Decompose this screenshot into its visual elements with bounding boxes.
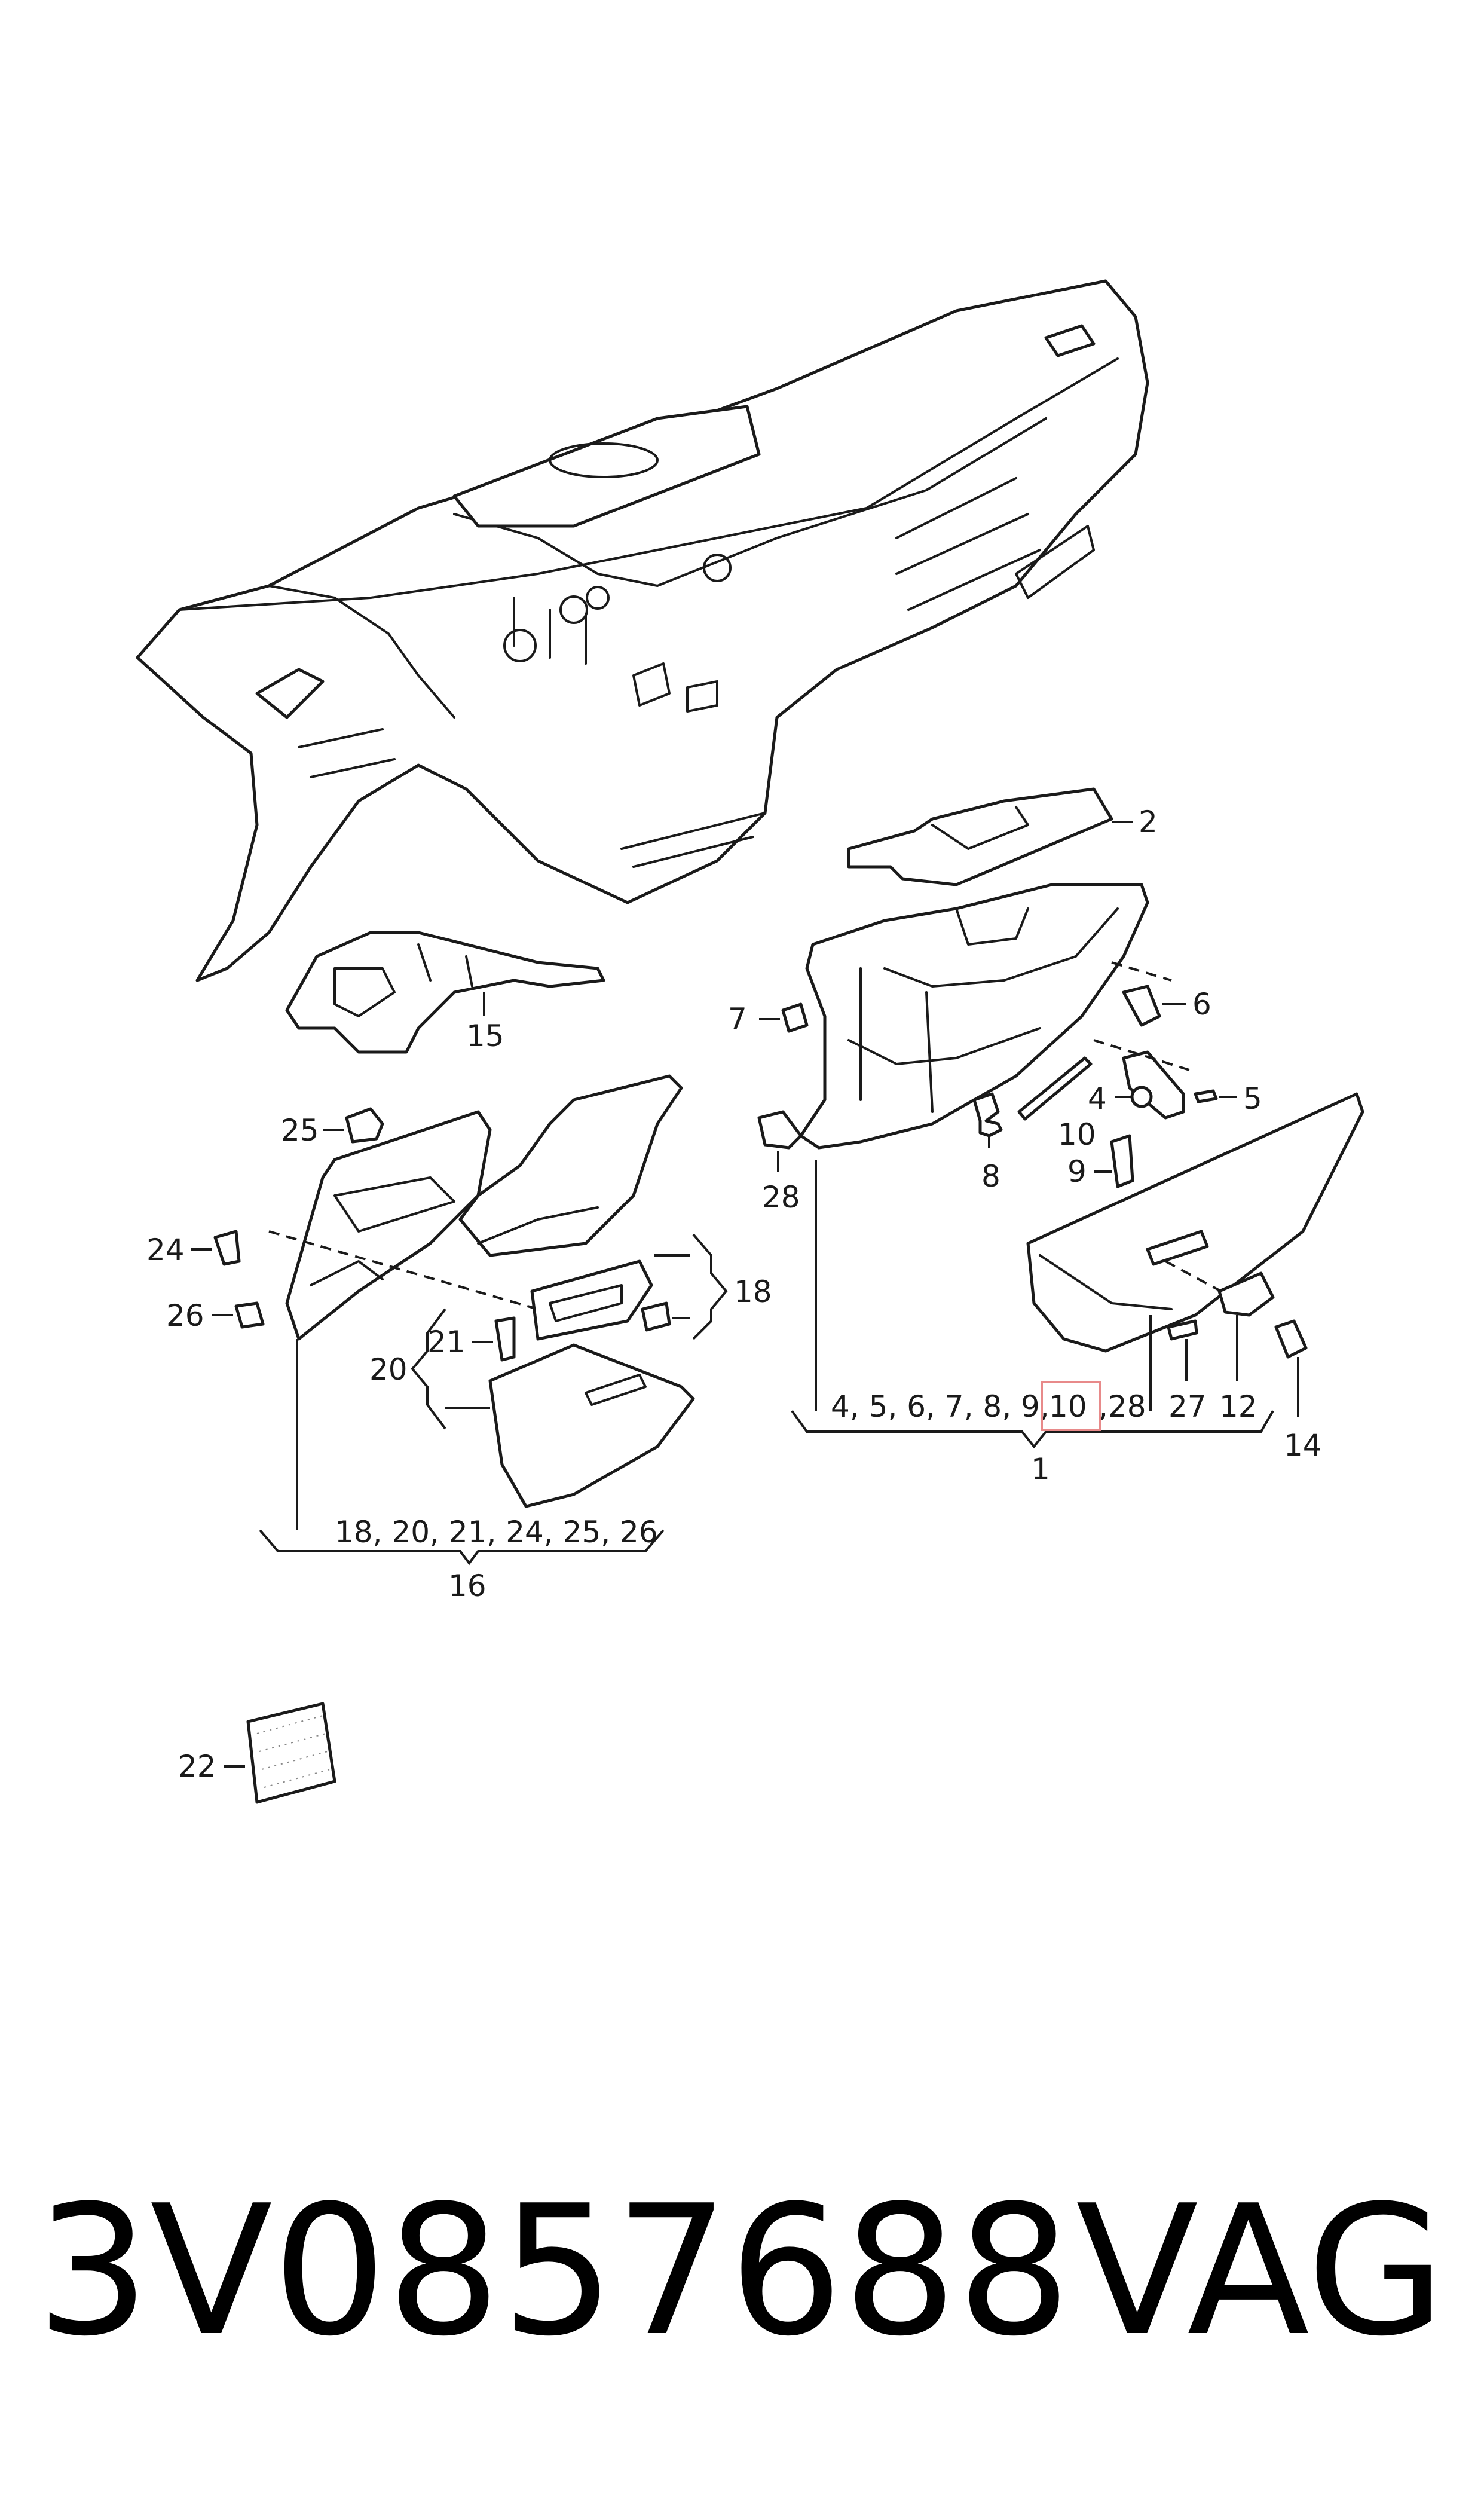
part-15: 15	[285, 931, 605, 1054]
part-8: 8	[972, 1092, 1003, 1194]
callout-12: 12	[1219, 1389, 1257, 1424]
callout-4: 4	[1088, 1081, 1107, 1116]
part-9: 9	[1067, 1134, 1134, 1189]
highlight-box	[1041, 1381, 1101, 1431]
callout-25: 25	[281, 1113, 319, 1148]
part-20-compartment: 20	[369, 1308, 695, 1508]
part-6: 6	[1111, 961, 1211, 1027]
part-18: 18	[530, 1233, 772, 1341]
part-number: 3V0857688	[36, 2167, 1072, 2376]
callout-1: 1	[1031, 1452, 1050, 1487]
glovebox-lid	[1026, 1092, 1364, 1353]
part-10-rod: 10	[1017, 1056, 1096, 1152]
part-28: 28	[757, 1110, 803, 1215]
callout-24: 24	[146, 1233, 185, 1267]
callout-8: 8	[981, 1159, 1000, 1194]
group-1-bracket: 4, 5, 6, 7, 8, 9, 10 ,28 1	[791, 1160, 1274, 1487]
dashboard-panel	[136, 279, 1149, 982]
callout-21: 21	[427, 1325, 466, 1359]
part-2-plate: 2	[847, 787, 1158, 886]
part-25: 25	[281, 1107, 384, 1148]
part-14: 14	[1274, 1319, 1322, 1463]
part-26: 26	[166, 1298, 265, 1333]
group-1-highlighted-item: 10	[1049, 1389, 1087, 1424]
callout-14: 14	[1284, 1428, 1322, 1463]
callout-27: 27	[1168, 1389, 1207, 1424]
group-1-list: 4, 5, 6, 7, 8, 9,	[831, 1389, 1049, 1424]
group-1-tail: ,28	[1099, 1389, 1146, 1424]
callout-2: 2	[1139, 805, 1158, 839]
callout-9: 9	[1067, 1154, 1087, 1189]
group-16-bracket: 18, 20, 21, 24, 25, 26 16	[259, 1339, 665, 1603]
callout-15: 15	[466, 1019, 504, 1053]
callout-22: 22	[178, 1749, 216, 1784]
part-4-5: 4 5	[1088, 1039, 1262, 1120]
callout-6: 6	[1192, 987, 1211, 1022]
part-27: 27	[1167, 1319, 1207, 1424]
part-7: 7	[728, 1002, 809, 1037]
part-24: 24	[146, 1230, 241, 1267]
part-22-pad: 22	[178, 1702, 336, 1804]
callout-20: 20	[369, 1352, 408, 1387]
callout-7: 7	[728, 1002, 747, 1037]
callout-18: 18	[734, 1274, 772, 1309]
brand-label: VAG	[1076, 2167, 1446, 2376]
part-21: 21	[427, 1316, 516, 1362]
part-12: 12	[1217, 1271, 1275, 1424]
callout-10: 10	[1058, 1117, 1096, 1152]
glovebox-frame	[799, 883, 1149, 1150]
callout-5: 5	[1243, 1081, 1262, 1116]
callout-28: 28	[762, 1180, 800, 1215]
callout-16: 16	[448, 1569, 486, 1603]
callout-26: 26	[166, 1298, 204, 1333]
left-trim-panel	[268, 1074, 683, 1341]
group-16-list: 18, 20, 21, 24, 25, 26	[335, 1515, 658, 1549]
